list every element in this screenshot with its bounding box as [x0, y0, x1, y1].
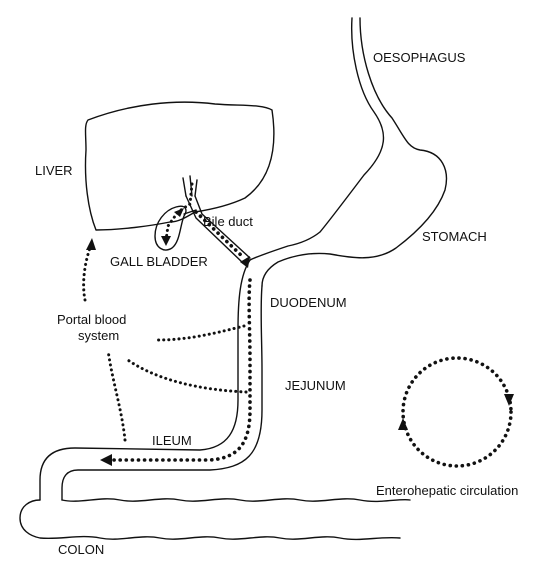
stomach-outline — [249, 17, 447, 287]
portal-blood-line-ileum — [106, 348, 127, 442]
small-intestine-inner-wall — [61, 285, 263, 501]
colon-outline — [19, 498, 411, 541]
portal-blood-system-label-line2: system — [78, 328, 120, 343]
bile-duct-top-arrowhead-icon — [174, 208, 184, 217]
gall-bladder-outline — [154, 205, 187, 251]
small-intestine-outer-wall — [39, 259, 251, 501]
portal-blood-line-duodenum — [156, 324, 246, 342]
gall-bladder-label: GALL BLADDER — [110, 254, 208, 269]
portal-blood-system-label-line1: Portal blood — [57, 312, 127, 327]
jejunum-label: JEJUNUM — [285, 378, 346, 393]
ileum-arrowhead-icon — [100, 454, 112, 466]
duodenum-label: DUODENUM — [270, 295, 347, 310]
portal-blood-line-jejunum — [123, 356, 248, 394]
bile-duct-arrowhead-icon — [240, 256, 250, 268]
ileum-label: ILEUM — [152, 433, 192, 448]
bile-flow-along-duct — [194, 210, 246, 260]
bile-duct-label: Bile duct — [203, 214, 253, 229]
gall-bladder-arrowhead-icon — [161, 236, 171, 246]
hepatic-duct — [182, 175, 198, 197]
liver-label: LIVER — [35, 163, 73, 178]
oesophagus-label: OESOPHAGUS — [373, 50, 466, 65]
portal-blood-return-to-liver — [82, 246, 92, 302]
liver-return-arrowhead-icon — [86, 238, 96, 250]
circular-dotted-arrows-icon — [398, 356, 514, 468]
colon-label: COLON — [58, 542, 105, 557]
cystic-duct — [183, 209, 197, 215]
bile-flow-in-intestine — [108, 278, 252, 462]
stomach-label: STOMACH — [422, 229, 487, 244]
enterohepatic-circulation-label: Enterohepatic circulation — [376, 483, 519, 498]
